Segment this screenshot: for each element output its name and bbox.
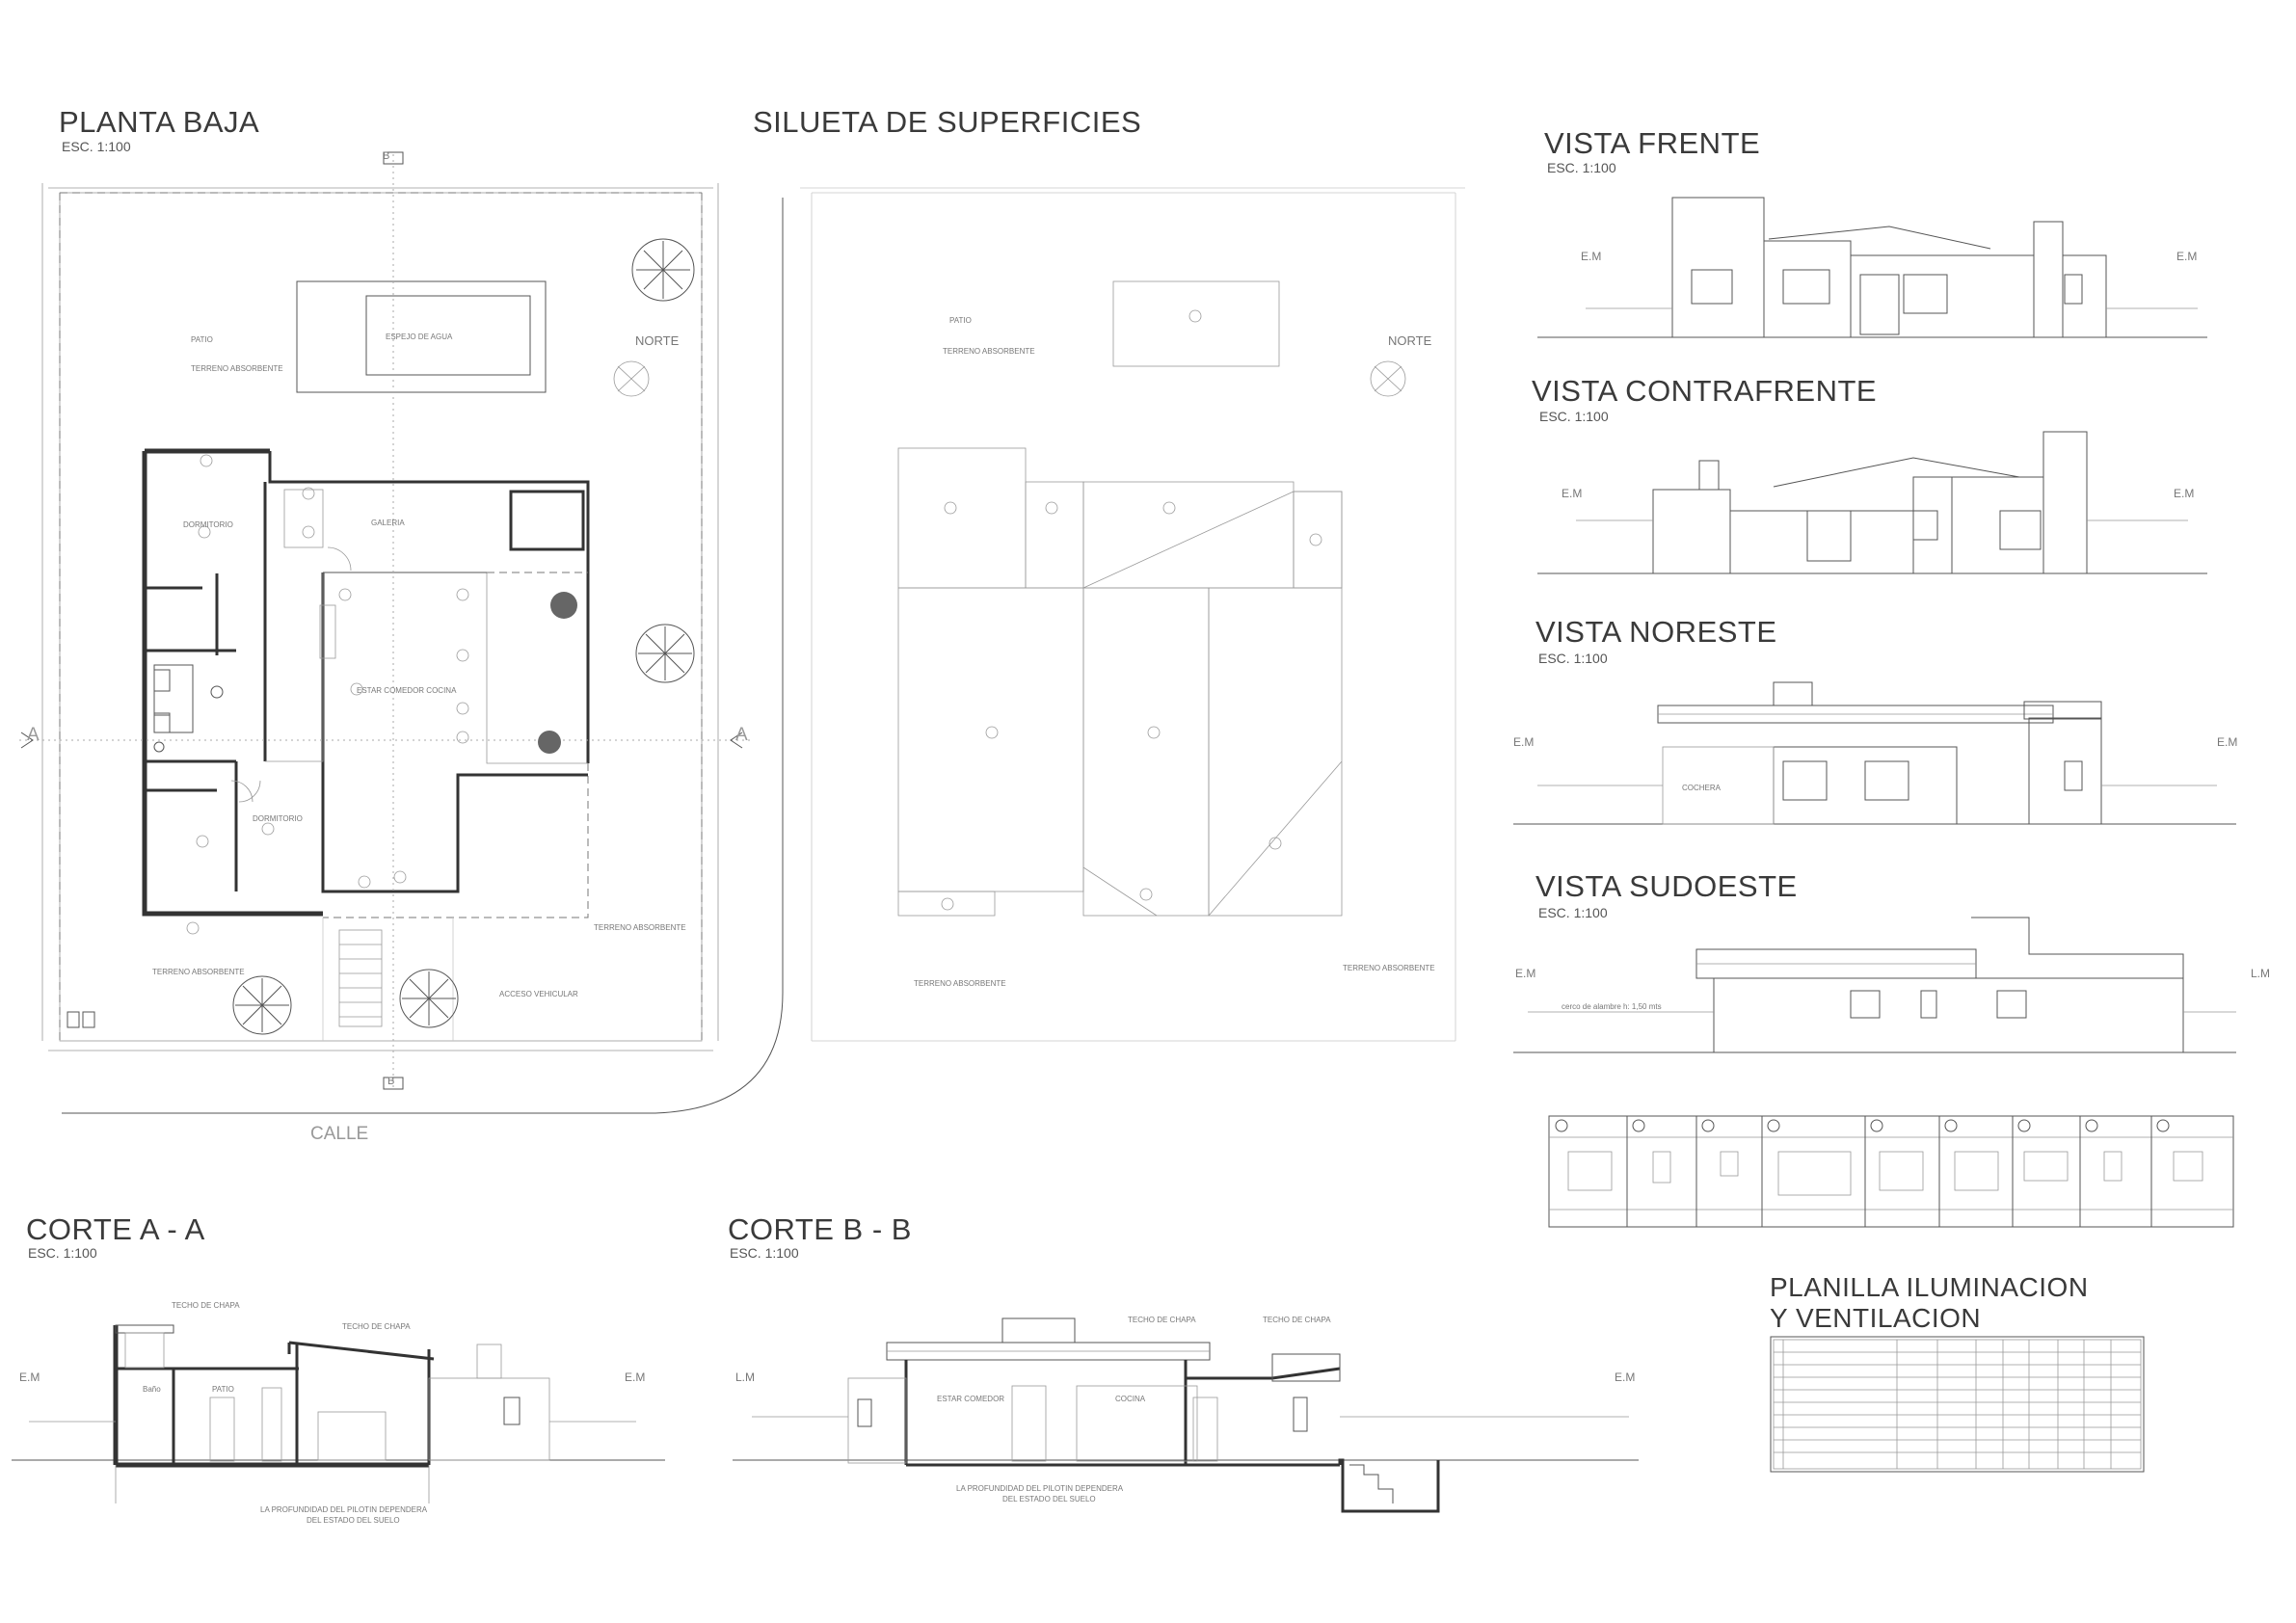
planta-baja-scale: ESC. 1:100: [62, 139, 131, 154]
techo-chapa-bb-1: TECHO DE CHAPA: [1128, 1316, 1196, 1324]
vista-contrafrente-title: VISTA CONTRAFRENTE: [1532, 374, 1878, 408]
terreno-label-frente: TERRENO ABSORBENTE: [152, 968, 245, 976]
em-label-noreste-left: E.M: [1513, 735, 1535, 749]
calle-label: CALLE: [310, 1124, 369, 1144]
section-a-marker-right: A: [735, 725, 748, 745]
terreno-label-lateral: TERRENO ABSORBENTE: [594, 923, 686, 932]
vista-sudoeste-scale: ESC. 1:100: [1538, 905, 1608, 920]
cocina-label: COCINA: [1115, 1395, 1146, 1403]
dormitorio-2-label: DORMITORIO: [253, 814, 303, 823]
corte-aa-scale: ESC. 1:100: [28, 1245, 97, 1261]
em-label-sudoeste: E.M: [1515, 967, 1536, 980]
vista-frente-title: VISTA FRENTE: [1544, 126, 1761, 160]
silueta-terreno-label-2: TERRENO ABSORBENTE: [914, 979, 1006, 988]
section-a-marker-left: A: [27, 725, 40, 745]
patio-label: PATIO: [191, 335, 213, 344]
norte-label-silueta: NORTE: [1388, 333, 1432, 348]
vista-contrafrente-scale: ESC. 1:100: [1539, 409, 1609, 424]
techo-chapa-aa-1: TECHO DE CHAPA: [172, 1301, 240, 1310]
bano-label: Baño: [143, 1385, 161, 1394]
lm-label-corte-bb: L.M: [735, 1370, 756, 1384]
techo-chapa-aa-2: TECHO DE CHAPA: [342, 1322, 411, 1331]
estar-comedor-label: ESTAR COMEDOR: [937, 1395, 1005, 1403]
acceso-vehicular-label: ACCESO VEHICULAR: [499, 990, 578, 998]
terreno-label-planta: TERRENO ABSORBENTE: [191, 364, 283, 373]
silueta-plan: [800, 187, 1465, 1042]
section-b-marker-top: B: [383, 150, 390, 162]
corte-aa-section: [12, 1324, 665, 1503]
planta-baja-plan: [19, 151, 784, 1114]
entrance-steps: [338, 929, 383, 1027]
patio-corte-label: PATIO: [212, 1385, 234, 1394]
techo-chapa-bb-2: TECHO DE CHAPA: [1263, 1316, 1331, 1324]
carpinterias-schedule: [1548, 1115, 2234, 1228]
espejo-agua-label: ESPEJO DE AGUA: [386, 333, 453, 341]
vista-frente-elevation: [1537, 197, 2207, 338]
vista-sudoeste-title: VISTA SUDOESTE: [1535, 869, 1798, 903]
vista-noreste-scale: ESC. 1:100: [1538, 651, 1608, 666]
em-label-contrafrente-right: E.M: [2174, 487, 2195, 500]
corte-aa-title: CORTE A - A: [26, 1212, 205, 1246]
vista-noreste-elevation: [1513, 681, 2236, 825]
vista-noreste-title: VISTA NORESTE: [1535, 615, 1777, 649]
cerco-label-sudoeste: cerco de alambre h: 1,50 mts: [1562, 1002, 1662, 1011]
cochera-label: COCHERA: [1682, 784, 1722, 792]
north-arrow-planta: [613, 360, 650, 397]
corte-bb-title: CORTE B - B: [728, 1212, 912, 1246]
pilotin-nota-aa-2: DEL ESTADO DEL SUELO: [307, 1516, 400, 1525]
silueta-title: SILUETA DE SUPERFICIES: [753, 105, 1142, 139]
dormitorio-1-label: DORMITORIO: [183, 520, 233, 529]
galeria-label: GALERIA: [371, 519, 405, 527]
tree-symbols: [232, 238, 695, 1035]
estar-comedor-cocina-label: ESTAR COMEDOR COCINA: [357, 686, 457, 695]
lm-label-sudoeste: L.M: [2251, 967, 2271, 980]
planilla-table: [1770, 1336, 2145, 1473]
silueta-terreno-label-3: TERRENO ABSORBENTE: [1343, 964, 1435, 972]
em-label-contrafrente-left: E.M: [1562, 487, 1583, 500]
corte-bb-section: [733, 1317, 1639, 1513]
pilotin-nota-bb-1: LA PROFUNDIDAD DEL PILOTIN DEPENDERA: [956, 1484, 1124, 1493]
corte-bb-scale: ESC. 1:100: [730, 1245, 799, 1261]
pilotin-nota-bb-2: DEL ESTADO DEL SUELO: [1002, 1495, 1096, 1503]
planta-baja-title: PLANTA BAJA: [59, 105, 260, 139]
planilla-title-line2: Y VENTILACION: [1770, 1303, 1982, 1333]
vista-frente-scale: ESC. 1:100: [1547, 160, 1616, 175]
vista-contrafrente-elevation: [1537, 431, 2207, 574]
silueta-terreno-label: TERRENO ABSORBENTE: [943, 347, 1035, 356]
em-label-noreste-right: E.M: [2217, 735, 2238, 749]
vista-sudoeste-elevation: [1513, 917, 2236, 1053]
em-label-corte-aa-right: E.M: [625, 1370, 646, 1384]
north-arrow-silueta: [1370, 360, 1406, 397]
em-label-frente-left: E.M: [1581, 250, 1602, 263]
norte-label-planta: NORTE: [635, 333, 680, 348]
em-label-corte-bb: E.M: [1615, 1370, 1636, 1384]
planilla-title-line1: PLANILLA ILUMINACION: [1770, 1272, 2089, 1302]
silueta-patio-label: PATIO: [949, 316, 972, 325]
em-label-corte-aa-left: E.M: [19, 1370, 40, 1384]
pilotin-nota-aa-1: LA PROFUNDIDAD DEL PILOTIN DEPENDERA: [260, 1505, 428, 1514]
em-label-frente-right: E.M: [2176, 250, 2198, 263]
section-b-marker-bottom: B: [387, 1076, 395, 1087]
